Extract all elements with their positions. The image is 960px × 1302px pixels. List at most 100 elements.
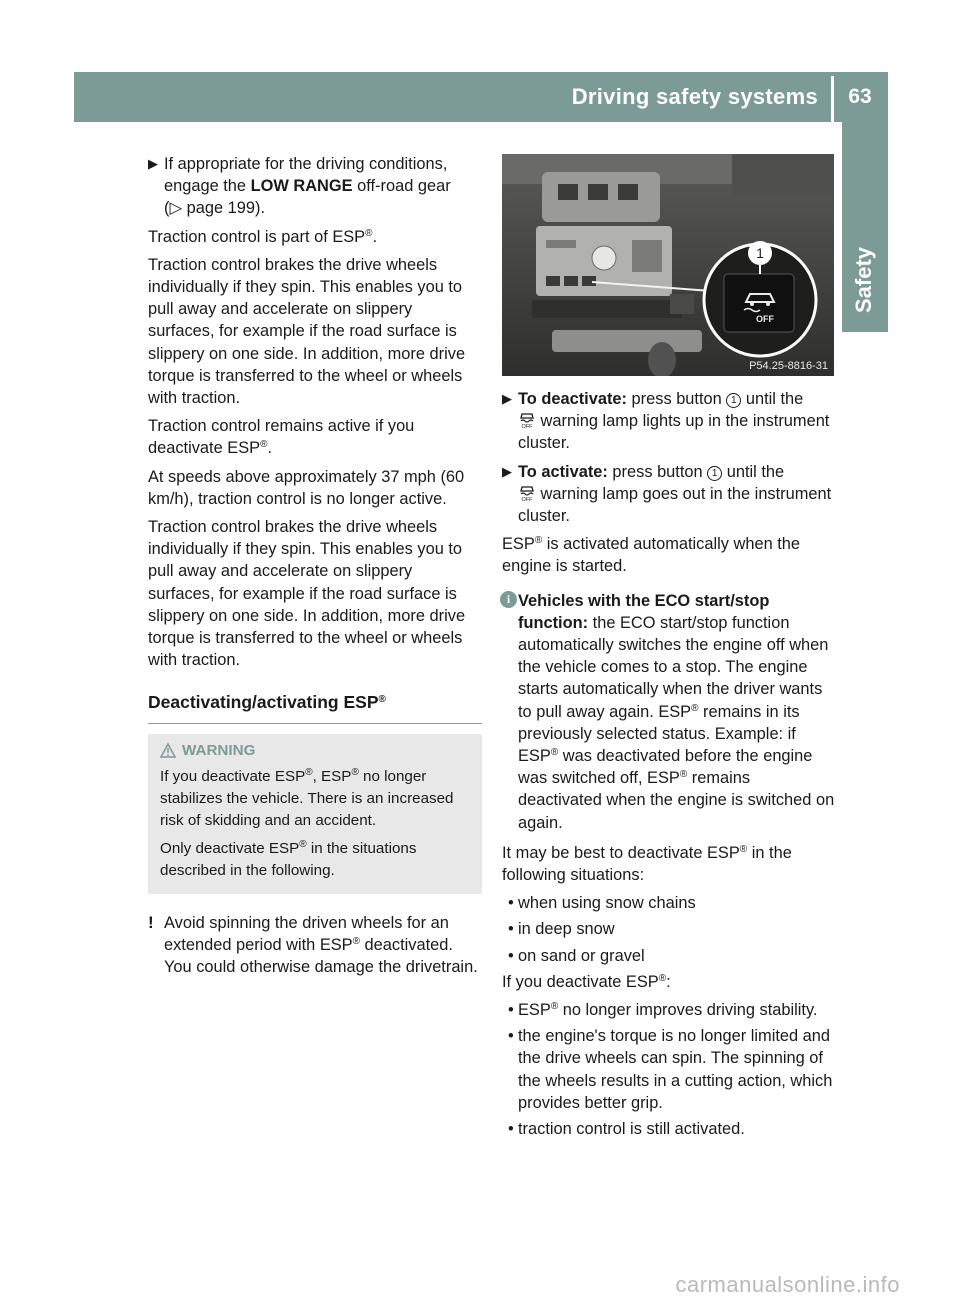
registered-mark: ® (260, 439, 268, 451)
paragraph-if-deactivate: If you deactivate ESP®: (502, 971, 836, 993)
text: If you deactivate ESP (502, 972, 659, 991)
bullet-icon: • (508, 1120, 514, 1139)
esp-off-lamp-icon: OFF (520, 413, 534, 429)
text: traction control is still activated. (518, 1120, 745, 1139)
arrow-icon: ▶ (148, 156, 158, 171)
section-title: Driving safety systems (571, 84, 818, 109)
svg-text:OFF: OFF (522, 424, 534, 429)
warning-text-2: Only deactivate ESP® in the situations d… (160, 838, 470, 882)
text: no longer stabilizes the vehicle. There … (160, 767, 454, 829)
text: remains in its previously selected statu… (518, 702, 800, 766)
paragraph-part-of-esp: Traction control is part of ESP®. (148, 226, 482, 248)
svg-text:OFF: OFF (522, 497, 534, 502)
page-reference[interactable]: (▷ page 199). (164, 199, 265, 218)
paragraph-traction-2: Traction control brakes the drive wheels… (148, 518, 466, 670)
callout-number: 1 (756, 245, 764, 261)
text: Only deactivate ESP (160, 839, 300, 857)
registered-mark: ® (658, 972, 667, 984)
registered-mark: ® (352, 935, 360, 947)
text: when using snow chains (518, 894, 696, 913)
registered-mark: ® (351, 766, 359, 778)
text: , ESP (312, 767, 352, 785)
watermark: carmanualsonline.info (675, 1272, 900, 1297)
text: the ECO start/stop function automaticall… (518, 613, 829, 721)
callout-1-icon: 1 (707, 465, 723, 481)
step-label: To deactivate: (518, 390, 627, 408)
svg-text:OFF: OFF (756, 314, 774, 324)
info-label: Vehicles with the ECO start/stop functio… (518, 591, 770, 632)
list-item: •ESP® no longer improves driving stabili… (502, 999, 836, 1021)
text: until the (722, 462, 785, 481)
damage-notice: ! Avoid spinning the driven wheels for a… (148, 912, 482, 979)
warning-label: WARNING (182, 741, 256, 759)
registered-mark: ® (679, 769, 688, 781)
list-item: •when using snow chains (502, 892, 836, 914)
text: is activated automatically when the engi… (502, 535, 801, 576)
dashboard-photo: OFF 1 P54.25-8816-31 (502, 154, 834, 376)
text: If you deactivate ESP (160, 767, 306, 785)
paragraph-best-to-deactivate: It may be best to deactivate ESP® in the… (502, 842, 836, 886)
step-bold: LOW RANGE (250, 177, 353, 196)
text: ESP (518, 1001, 551, 1020)
exclamation-icon: ! (148, 912, 154, 932)
paragraph-remains-active: Traction control remains active if you d… (148, 415, 482, 459)
info-eco-start-stop: i Vehicles with the ECO start/stop funct… (500, 590, 836, 834)
registered-mark: ® (739, 843, 748, 855)
header-bar: Driving safety systems 63 (74, 72, 888, 122)
warning-triangle-icon (160, 743, 176, 758)
bullet-icon: • (508, 1027, 514, 1046)
left-column: ▶ If appropriate for the driving conditi… (148, 153, 482, 978)
text: Traction control remains active if you d… (148, 417, 415, 458)
text: in deep snow (518, 920, 615, 939)
photo-caption: P54.25-8816-31 (749, 360, 828, 372)
list-item: •the engine's torque is no longer limite… (502, 1025, 836, 1114)
bullet-icon: • (508, 946, 514, 965)
text: in the situations described in the follo… (160, 839, 417, 879)
paragraph-traction-1: Traction control brakes the drive wheels… (148, 255, 466, 408)
text: was deactivated before the engine was sw… (518, 747, 813, 788)
text: Traction control is part of ESP (148, 227, 366, 246)
step-deactivate: ▶ To deactivate: press button 1 until th… (502, 388, 836, 455)
text: remains deactivated when the engine is s… (518, 769, 835, 832)
side-tab-label: Safety (851, 246, 876, 314)
text: warning lamp lights up in the instrument… (518, 412, 830, 453)
registered-mark: ® (691, 702, 699, 714)
list-item: •on sand or gravel (502, 945, 836, 967)
text: ESP (502, 535, 535, 554)
bullet-icon: • (508, 894, 514, 913)
callout-1-icon: 1 (726, 393, 742, 408)
step-activate: ▶ To activate: press button 1 until the … (502, 461, 836, 528)
dashboard-illustration: OFF 1 (502, 154, 834, 376)
registered-mark: ® (550, 747, 559, 759)
list-item: •in deep snow (502, 918, 836, 940)
text: : (666, 972, 671, 991)
text: deactivated. You could otherwise damage … (164, 935, 478, 977)
bullet-icon: • (508, 920, 514, 939)
text: It may be best to deactivate ESP (502, 843, 740, 862)
arrow-icon: ▶ (502, 391, 512, 406)
warning-box: WARNING If you deactivate ESP®, ESP® no … (148, 733, 482, 894)
text: the engine's torque is no longer limited… (518, 1027, 833, 1112)
registered-mark: ® (534, 535, 543, 547)
info-icon: i (500, 590, 517, 608)
list-item: •traction control is still activated. (502, 1118, 836, 1140)
step-low-range: ▶ If appropriate for the driving conditi… (148, 153, 482, 220)
right-column: ▶ To deactivate: press button 1 until th… (500, 388, 836, 1144)
arrow-icon: ▶ (502, 463, 512, 479)
section-heading: Deactivating/activating ESP® (148, 691, 482, 724)
text: warning lamp goes out in the instrument … (518, 484, 832, 526)
paragraph-speed: At speeds above approximately 37 mph (60… (148, 467, 465, 508)
warning-text-1: If you deactivate ESP®, ESP® no longer s… (160, 766, 470, 832)
text: press button (607, 462, 708, 481)
text: . (267, 439, 273, 458)
text: in the following situations: (502, 843, 792, 885)
step-text: If appropriate for the driving condition… (164, 155, 448, 196)
text: Avoid spinning the driven wheels for an … (164, 913, 449, 954)
bullet-icon: • (508, 1001, 514, 1020)
registered-mark: ® (365, 227, 373, 239)
heading-text: Deactivating/activating ESP (148, 692, 379, 713)
text: until the (741, 390, 804, 408)
registered-mark: ® (305, 766, 313, 778)
step-label: To activate: (518, 462, 608, 481)
registered-mark: ® (299, 838, 307, 850)
